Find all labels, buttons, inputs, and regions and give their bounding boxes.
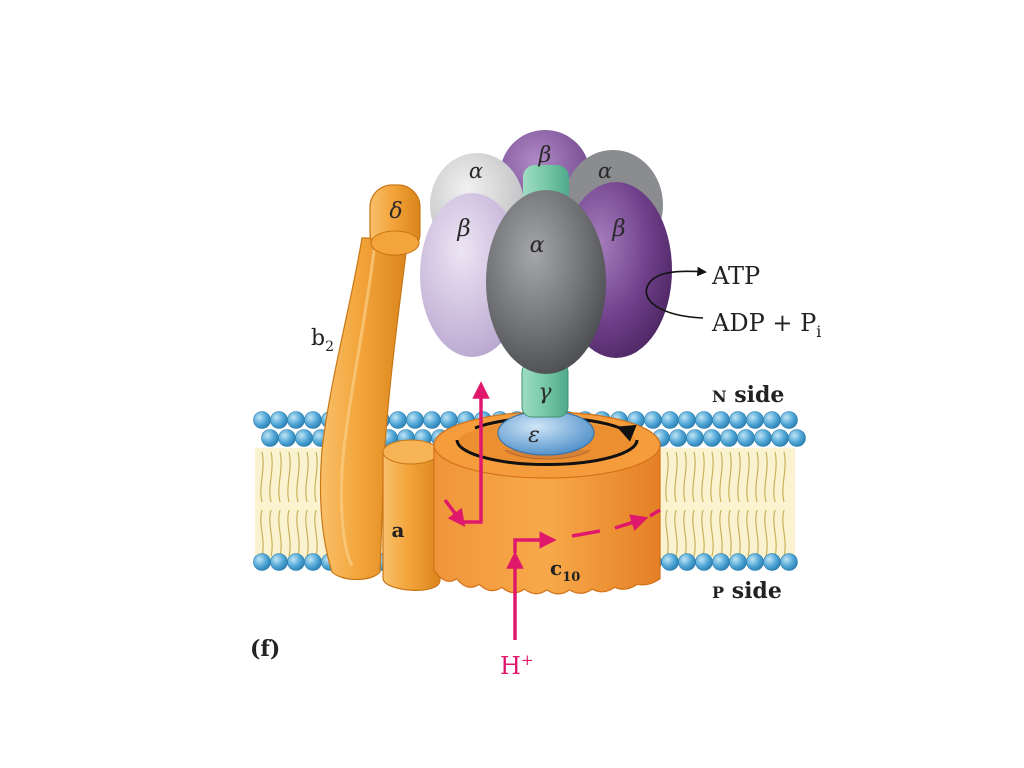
top-lipid-head-20 [423,411,441,429]
top-lipid-head-61 [771,429,789,447]
top-lipid-head-52 [695,411,713,429]
top-lipid-head-50 [678,411,696,429]
bottom-lipid-head-28 [729,553,747,571]
c10-label: c10 [550,556,580,585]
top-lipid-head-58 [746,411,764,429]
top-lipid-head-46 [644,411,662,429]
gamma-label: γ [538,380,552,405]
top-lipid-head-48 [661,411,679,429]
top-lipid-head-4 [287,411,305,429]
top-lipid-head-62 [780,411,798,429]
top-lipid-head-51 [686,429,704,447]
a-subunit [382,439,441,591]
top-lipid-head-59 [754,429,772,447]
delta-label: δ [389,199,402,224]
top-lipid-head-0 [253,411,271,429]
adp-pi-label: ADP + Pi [711,309,821,341]
top-lipid-head-49 [669,429,687,447]
top-lipid-head-18 [406,411,424,429]
epsilon-label: ε [528,423,540,448]
top-lipid-head-6 [304,411,322,429]
bottom-lipid-head-1 [270,553,288,571]
bottom-lipid-head-2 [287,553,305,571]
top-lipid-head-63 [788,429,806,447]
alpha-back-left-label: α [469,159,483,183]
proton-path-dash-2 [614,514,649,532]
top-lipid-head-60 [763,411,781,429]
bottom-lipid-head-3 [304,553,322,571]
top-lipid-head-16 [389,411,407,429]
alpha-back-right-label: α [598,159,612,183]
n-side-label: N side [712,382,784,408]
top-lipid-head-53 [703,429,721,447]
panel-label: (f) [250,636,280,662]
top-lipid-head-5 [295,429,313,447]
a-label: a [392,518,405,542]
bottom-lipid-head-30 [763,553,781,571]
alpha-front-subunit [486,190,606,374]
alpha-front-label: α [530,233,545,258]
bottom-lipid-head-29 [746,553,764,571]
beta-left-label: β [456,216,470,242]
proton-path-dash-1 [571,529,601,538]
h-plus-label: H+ [500,651,534,680]
b2-peripheral-stalk [319,237,409,581]
top-lipid-head-54 [712,411,730,429]
top-lipid-head-56 [729,411,747,429]
top-lipid-head-1 [261,429,279,447]
delta-subunit [369,184,421,256]
proton-path-segment-1 [513,531,557,553]
atp-label: ATP [711,262,760,290]
bottom-lipid-head-27 [712,553,730,571]
top-lipid-head-57 [737,429,755,447]
top-lipid-head-55 [720,429,738,447]
beta-back-label: β [538,143,552,168]
proton-exit-arrow [460,381,490,524]
beta-right-label: β [611,216,625,242]
bottom-lipid-head-25 [678,553,696,571]
proton-pathway [443,381,661,640]
proton-path-dash-3 [649,508,661,518]
proton-path-a-arrow [443,498,466,527]
atp-synthesis-arrow [645,266,707,319]
f1-head [420,130,672,374]
rotation-arrow-lower [455,439,639,467]
b2-label: b2 [311,326,334,355]
p-side-label: P side [712,578,782,604]
epsilon-subunit [497,410,595,456]
bottom-lipid-head-31 [780,553,798,571]
bottom-lipid-head-24 [661,553,679,571]
top-lipid-head-2 [270,411,288,429]
top-lipid-head-3 [278,429,296,447]
bottom-lipid-head-26 [695,553,713,571]
bottom-lipid-head-0 [253,553,271,571]
